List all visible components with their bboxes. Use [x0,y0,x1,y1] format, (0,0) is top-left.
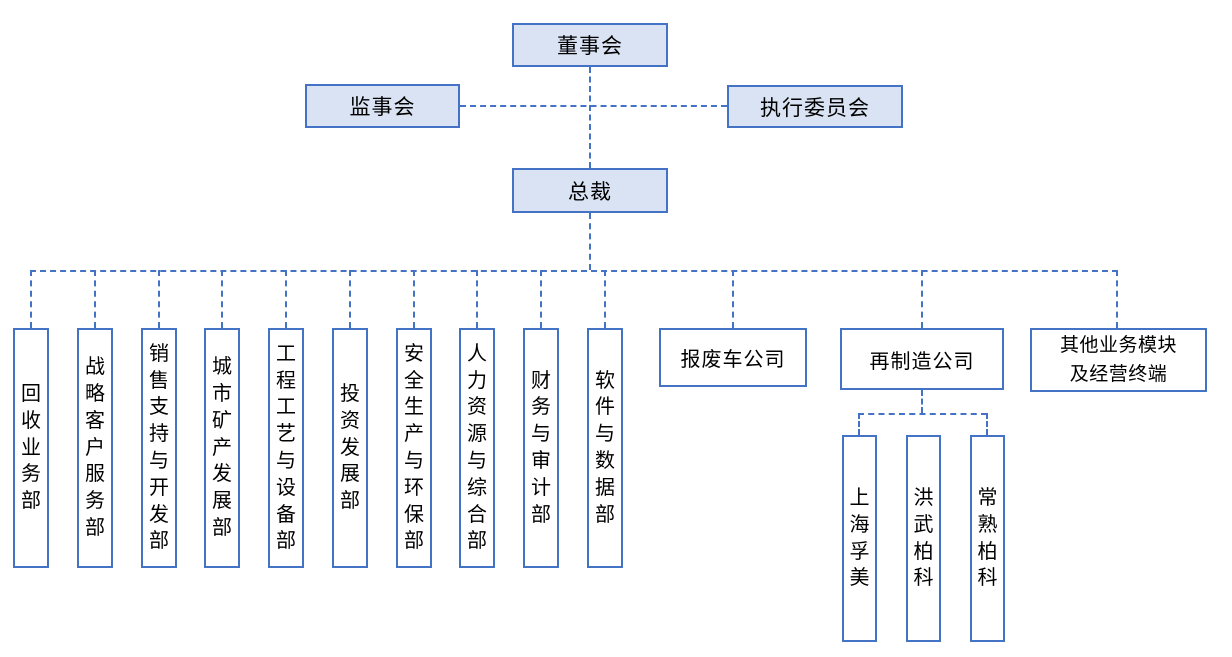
node-label: 董事会 [557,35,623,58]
connector-stub-scrap-car [732,270,734,328]
node-label: 其他业务模块 及经营终端 [1059,334,1177,385]
connector-stub-dept-10 [604,270,606,328]
node-supervisory-board: 监事会 [305,84,460,128]
node-president: 总裁 [512,168,668,213]
connector-stub-dept-9 [540,270,542,328]
connector-stub-dept-7 [413,270,415,328]
node-label: 安全生产与环保部 [404,342,424,553]
node-label: 上海孚美 [849,486,870,590]
node-dept-finance-audit: 财务与审计部 [523,328,559,568]
node-label: 常熟柏科 [977,486,998,590]
node-label: 战略客户服务部 [85,356,105,539]
connector-stub-dept-5 [285,270,287,328]
node-label: 洪武柏科 [913,486,934,590]
connector-stub-dept-8 [476,270,478,328]
connector-stub-remanufacturing [921,270,923,328]
node-label: 总裁 [568,180,612,204]
connector-stub-dept-2 [94,270,96,328]
connector-stub-other-business [1116,270,1118,328]
connector-stub-child-1 [858,413,860,435]
node-shanghai-fumei: 上海孚美 [842,435,877,642]
node-scrap-car-company: 报废车公司 [659,328,807,387]
connector-stub-child-3 [986,413,988,435]
connector-board-to-president [589,67,591,168]
node-label: 财务与审计部 [531,369,551,526]
node-changshu-baike: 常熟柏科 [970,435,1005,642]
node-label: 城市矿产发展部 [212,356,232,539]
node-dept-engineering-equipment: 工程工艺与设备部 [268,328,304,568]
node-label: 执行委员会 [760,96,870,120]
connector-stub-dept-3 [158,270,160,328]
node-dept-strategic-customer-service: 战略客户服务部 [77,328,113,568]
connector-remanufacturing-bus [858,413,987,415]
connector-stub-dept-6 [349,270,351,328]
node-label: 销售支持与开发部 [149,342,169,553]
node-label: 报废车公司 [680,349,786,371]
node-label: 工程工艺与设备部 [276,342,296,553]
node-dept-urban-mineral-development: 城市矿产发展部 [204,328,240,568]
node-dept-investment-development: 投资发展部 [332,328,368,568]
connector-president-to-bus [589,213,591,270]
node-dept-safety-environment: 安全生产与环保部 [396,328,432,568]
node-hongwu-baike: 洪武柏科 [906,435,941,642]
node-remanufacturing-company: 再制造公司 [840,328,1004,390]
node-other-business-modules: 其他业务模块 及经营终端 [1030,328,1207,392]
node-label: 投资发展部 [340,383,360,513]
node-dept-software-data: 软件与数据部 [587,328,623,568]
node-label: 软件与数据部 [595,369,615,526]
connector-stub-dept-4 [221,270,223,328]
node-dept-hr-general-affairs: 人力资源与综合部 [459,328,495,568]
node-label: 回收业务部 [21,383,41,513]
connector-supervisory-to-executive [460,105,727,107]
connector-main-bus [30,270,1118,272]
node-label: 再制造公司 [869,350,975,373]
connector-stub-dept-1 [30,270,32,328]
node-dept-sales-support-development: 销售支持与开发部 [141,328,177,568]
node-dept-recycling-business: 回收业务部 [13,328,49,568]
connector-remanufacturing-drop [921,390,923,413]
node-executive-committee: 执行委员会 [727,85,903,128]
node-label: 监事会 [349,96,416,119]
node-label: 人力资源与综合部 [467,342,487,553]
node-board-of-directors: 董事会 [512,23,668,67]
